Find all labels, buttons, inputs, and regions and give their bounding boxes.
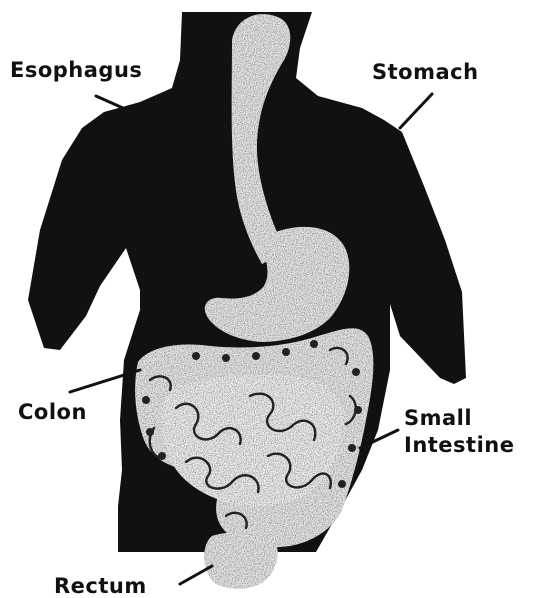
small-intestine-label-line1: Small [404,405,514,432]
rectum-organ [204,533,278,589]
rectum-label: Rectum [54,574,147,598]
colon-label: Colon [18,400,87,424]
rectum-leader [180,566,212,584]
stomach-leader [400,94,432,128]
esophagus-label: Esophagus [10,58,142,82]
stomach-label: Stomach [372,60,479,84]
small-intestine-label: Small Intestine [404,405,514,459]
small-intestine-label-line2: Intestine [404,432,514,459]
